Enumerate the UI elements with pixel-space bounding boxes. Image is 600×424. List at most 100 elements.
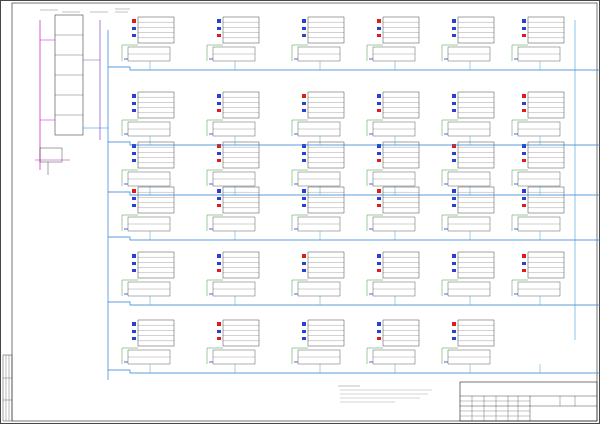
red-alarm-icon bbox=[377, 94, 381, 98]
device-table bbox=[457, 319, 495, 347]
device-block bbox=[121, 251, 175, 297]
panel-device-icon bbox=[522, 204, 526, 207]
device-block bbox=[441, 319, 495, 365]
blue-module-icon bbox=[452, 330, 456, 333]
device-table bbox=[307, 319, 345, 347]
row-bus-wire bbox=[108, 66, 600, 71]
red-alarm-icon bbox=[452, 254, 456, 258]
blue-module-icon bbox=[217, 197, 221, 200]
device-table bbox=[137, 251, 175, 279]
device-table bbox=[307, 91, 345, 119]
red-alarm-icon bbox=[522, 19, 526, 23]
red-alarm-icon bbox=[217, 94, 221, 98]
panel-device-icon bbox=[217, 159, 221, 162]
red-alarm-icon bbox=[302, 144, 306, 148]
device-block bbox=[511, 141, 565, 187]
red-alarm-icon bbox=[452, 189, 456, 193]
blue-module-icon bbox=[452, 102, 456, 105]
blue-module-icon bbox=[132, 102, 136, 105]
device-block bbox=[441, 91, 495, 137]
title-block bbox=[459, 381, 598, 422]
panel-device-icon bbox=[132, 34, 136, 37]
device-table bbox=[382, 16, 420, 44]
device-block bbox=[206, 16, 260, 62]
device-table bbox=[457, 16, 495, 44]
red-alarm-icon bbox=[302, 322, 306, 326]
red-alarm-icon bbox=[377, 189, 381, 193]
device-block bbox=[121, 319, 175, 365]
blue-module-icon bbox=[217, 262, 221, 265]
device-block bbox=[366, 186, 420, 232]
red-alarm-icon bbox=[302, 94, 306, 98]
device-table bbox=[307, 141, 345, 169]
blue-module-icon bbox=[132, 27, 136, 30]
blue-module-icon bbox=[522, 102, 526, 105]
device-block bbox=[121, 141, 175, 187]
panel-device-icon bbox=[452, 159, 456, 162]
red-alarm-icon bbox=[377, 254, 381, 258]
panel-device-icon bbox=[522, 159, 526, 162]
red-alarm-icon bbox=[522, 144, 526, 148]
device-table bbox=[527, 91, 565, 119]
red-alarm-icon bbox=[377, 19, 381, 23]
panel-device-icon bbox=[302, 34, 306, 37]
panel-device-icon bbox=[452, 269, 456, 272]
left-stamp-column bbox=[2, 354, 13, 422]
device-block bbox=[121, 16, 175, 62]
device-table bbox=[307, 251, 345, 279]
blue-module-icon bbox=[522, 262, 526, 265]
red-alarm-icon bbox=[217, 322, 221, 326]
panel-device-icon bbox=[302, 269, 306, 272]
red-alarm-icon bbox=[132, 144, 136, 148]
device-table bbox=[222, 319, 260, 347]
sheet-header bbox=[40, 8, 130, 13]
panel-device-icon bbox=[522, 109, 526, 112]
device-table bbox=[137, 16, 175, 44]
panel-device-icon bbox=[522, 34, 526, 37]
device-block bbox=[366, 141, 420, 187]
blue-module-icon bbox=[132, 330, 136, 333]
blue-module-icon bbox=[452, 197, 456, 200]
device-block bbox=[366, 16, 420, 62]
red-alarm-icon bbox=[302, 19, 306, 23]
panel-device-icon bbox=[217, 337, 221, 340]
blue-module-icon bbox=[217, 330, 221, 333]
device-table bbox=[222, 141, 260, 169]
blue-module-icon bbox=[217, 102, 221, 105]
panel-device-icon bbox=[217, 204, 221, 207]
device-block bbox=[206, 186, 260, 232]
device-block bbox=[291, 186, 345, 232]
row-bus-wire bbox=[108, 301, 600, 306]
blue-module-icon bbox=[377, 330, 381, 333]
red-alarm-icon bbox=[132, 322, 136, 326]
device-table bbox=[527, 141, 565, 169]
panel-device-icon bbox=[522, 269, 526, 272]
device-table bbox=[382, 91, 420, 119]
device-table bbox=[137, 319, 175, 347]
device-block bbox=[206, 251, 260, 297]
blue-module-icon bbox=[522, 197, 526, 200]
device-block bbox=[291, 319, 345, 365]
blue-module-icon bbox=[132, 152, 136, 155]
red-alarm-icon bbox=[452, 19, 456, 23]
panel-device-icon bbox=[377, 34, 381, 37]
red-alarm-icon bbox=[522, 254, 526, 258]
device-block bbox=[511, 251, 565, 297]
red-alarm-icon bbox=[217, 254, 221, 258]
device-table bbox=[382, 251, 420, 279]
blue-module-icon bbox=[377, 27, 381, 30]
device-table bbox=[137, 91, 175, 119]
device-table bbox=[527, 16, 565, 44]
red-alarm-icon bbox=[452, 322, 456, 326]
row-bus-wire bbox=[108, 236, 600, 241]
blue-module-icon bbox=[377, 152, 381, 155]
red-alarm-icon bbox=[522, 94, 526, 98]
device-table bbox=[527, 186, 565, 214]
panel-device-icon bbox=[302, 204, 306, 207]
blue-module-icon bbox=[377, 102, 381, 105]
blue-module-icon bbox=[132, 197, 136, 200]
panel-device-icon bbox=[217, 269, 221, 272]
device-table bbox=[382, 186, 420, 214]
device-block bbox=[121, 91, 175, 137]
